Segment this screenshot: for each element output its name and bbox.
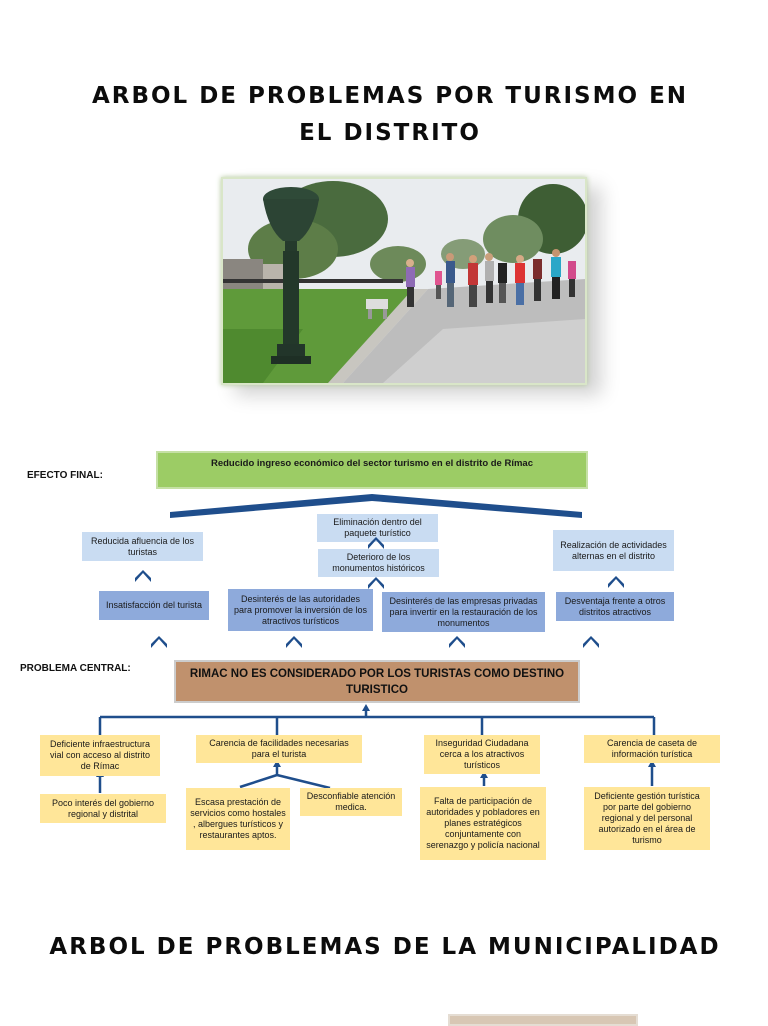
- cause-box-deficiente-gestion: Deficiente gestión turística por parte d…: [584, 787, 710, 850]
- effect-text: Realización de actividades alternas en e…: [560, 539, 667, 561]
- cause-text: Carencia de facilidades necesarias para …: [209, 738, 349, 759]
- cause-text: Escasa prestación de servicios como host…: [190, 797, 286, 840]
- cause-text: Poco interés del gobierno regional y dis…: [51, 797, 155, 819]
- chevron-up-icon: [608, 576, 624, 588]
- chevron-up-icon: [151, 636, 167, 648]
- effect-box-desinteres-empresas: Desinterés de las empresas privadas para…: [382, 592, 545, 632]
- tourism-photo: [221, 177, 587, 385]
- cause-text: Carencia de caseta de información turíst…: [606, 738, 698, 759]
- effect-box-reducida: Reducida afluencia de los turistas: [82, 532, 203, 561]
- effect-box-desinteres-autoridades: Desinterés de las autoridades para promo…: [228, 589, 373, 631]
- section-title: ARBOL DE PROBLEMAS DE LA MUNICIPALIDAD: [49, 934, 721, 960]
- cause-box-inseguridad: Inseguridad Ciudadana cerca a los atract…: [424, 735, 540, 774]
- cause-text: Deficiente gestión turística por parte d…: [594, 791, 700, 845]
- problema-central-label: PROBLEMA CENTRAL:: [20, 663, 131, 674]
- cause-box-falta: Falta de participación de autoridades y …: [420, 787, 546, 860]
- effect-text: Desinterés de las empresas privadas para…: [389, 595, 538, 628]
- effect-text: Desinterés de las autoridades para promo…: [233, 593, 368, 626]
- cause-box-poco-interes: Poco interés del gobierno regional y dis…: [40, 794, 166, 823]
- cause-box-escasa: Escasa prestación de servicios como host…: [186, 788, 290, 850]
- effect-text: Reducida afluencia de los turistas: [90, 535, 195, 557]
- effect-box-eliminacion: Eliminación dentro del paquete turístico: [317, 514, 438, 542]
- cause-text: Desconfiable atención medica.: [306, 791, 396, 812]
- effect-text: Eliminación dentro del paquete turístico: [333, 517, 422, 538]
- cause-box-facilidades: Carencia de facilidades necesarias para …: [196, 735, 362, 763]
- cause-text: Falta de participación de autoridades y …: [426, 796, 540, 850]
- final-effect-box: Reducido ingreso económico del sector tu…: [156, 451, 588, 489]
- chevron-up-icon: [135, 570, 151, 582]
- chevron-up-icon: [368, 537, 384, 549]
- chevron-up-icon: [449, 636, 465, 648]
- page-title: ARBOL DE PROBLEMAS POR TURISMO EN EL DIS…: [91, 83, 689, 146]
- chevron-up-icon: [286, 636, 302, 648]
- cause-box-caseta: Carencia de caseta de información turíst…: [584, 735, 720, 763]
- final-effect-text: Reducido ingreso económico del sector tu…: [210, 458, 533, 469]
- central-problem-text: RIMAC NO ES CONSIDERADO POR LOS TURISTAS…: [189, 667, 565, 696]
- effect-box-insatisfaccion: Insatisfacción del turista: [99, 591, 209, 620]
- effect-box-deterioro: Deterioro de los monumentos históricos: [318, 549, 439, 577]
- central-problem-box: RIMAC NO ES CONSIDERADO POR LOS TURISTAS…: [174, 660, 580, 703]
- effect-box-desventaja: Desventaja frente a otros distritos atra…: [556, 592, 674, 621]
- cause-tree: [98, 710, 656, 793]
- effect-text: Deterioro de los monumentos históricos: [332, 552, 425, 573]
- cause-text: Deficiente infraestructura vial con acce…: [49, 739, 151, 771]
- next-diagram-box: [448, 1014, 638, 1026]
- cause-box-desconfiable: Desconfiable atención medica.: [300, 788, 402, 816]
- effect-text: Desventaja frente a otros distritos atra…: [564, 595, 666, 617]
- cause-text: Inseguridad Ciudadana cerca a los atract…: [435, 738, 529, 770]
- cause-box-infraestructura: Deficiente infraestructura vial con acce…: [40, 735, 160, 776]
- effect-text: Insatisfacción del turista: [105, 600, 203, 610]
- effect-box-realizacion: Realización de actividades alternas en e…: [553, 530, 674, 571]
- efecto-final-label: EFECTO FINAL:: [27, 470, 103, 481]
- chevron-up-icon: [583, 636, 599, 648]
- chevron-up-icon: [368, 577, 384, 589]
